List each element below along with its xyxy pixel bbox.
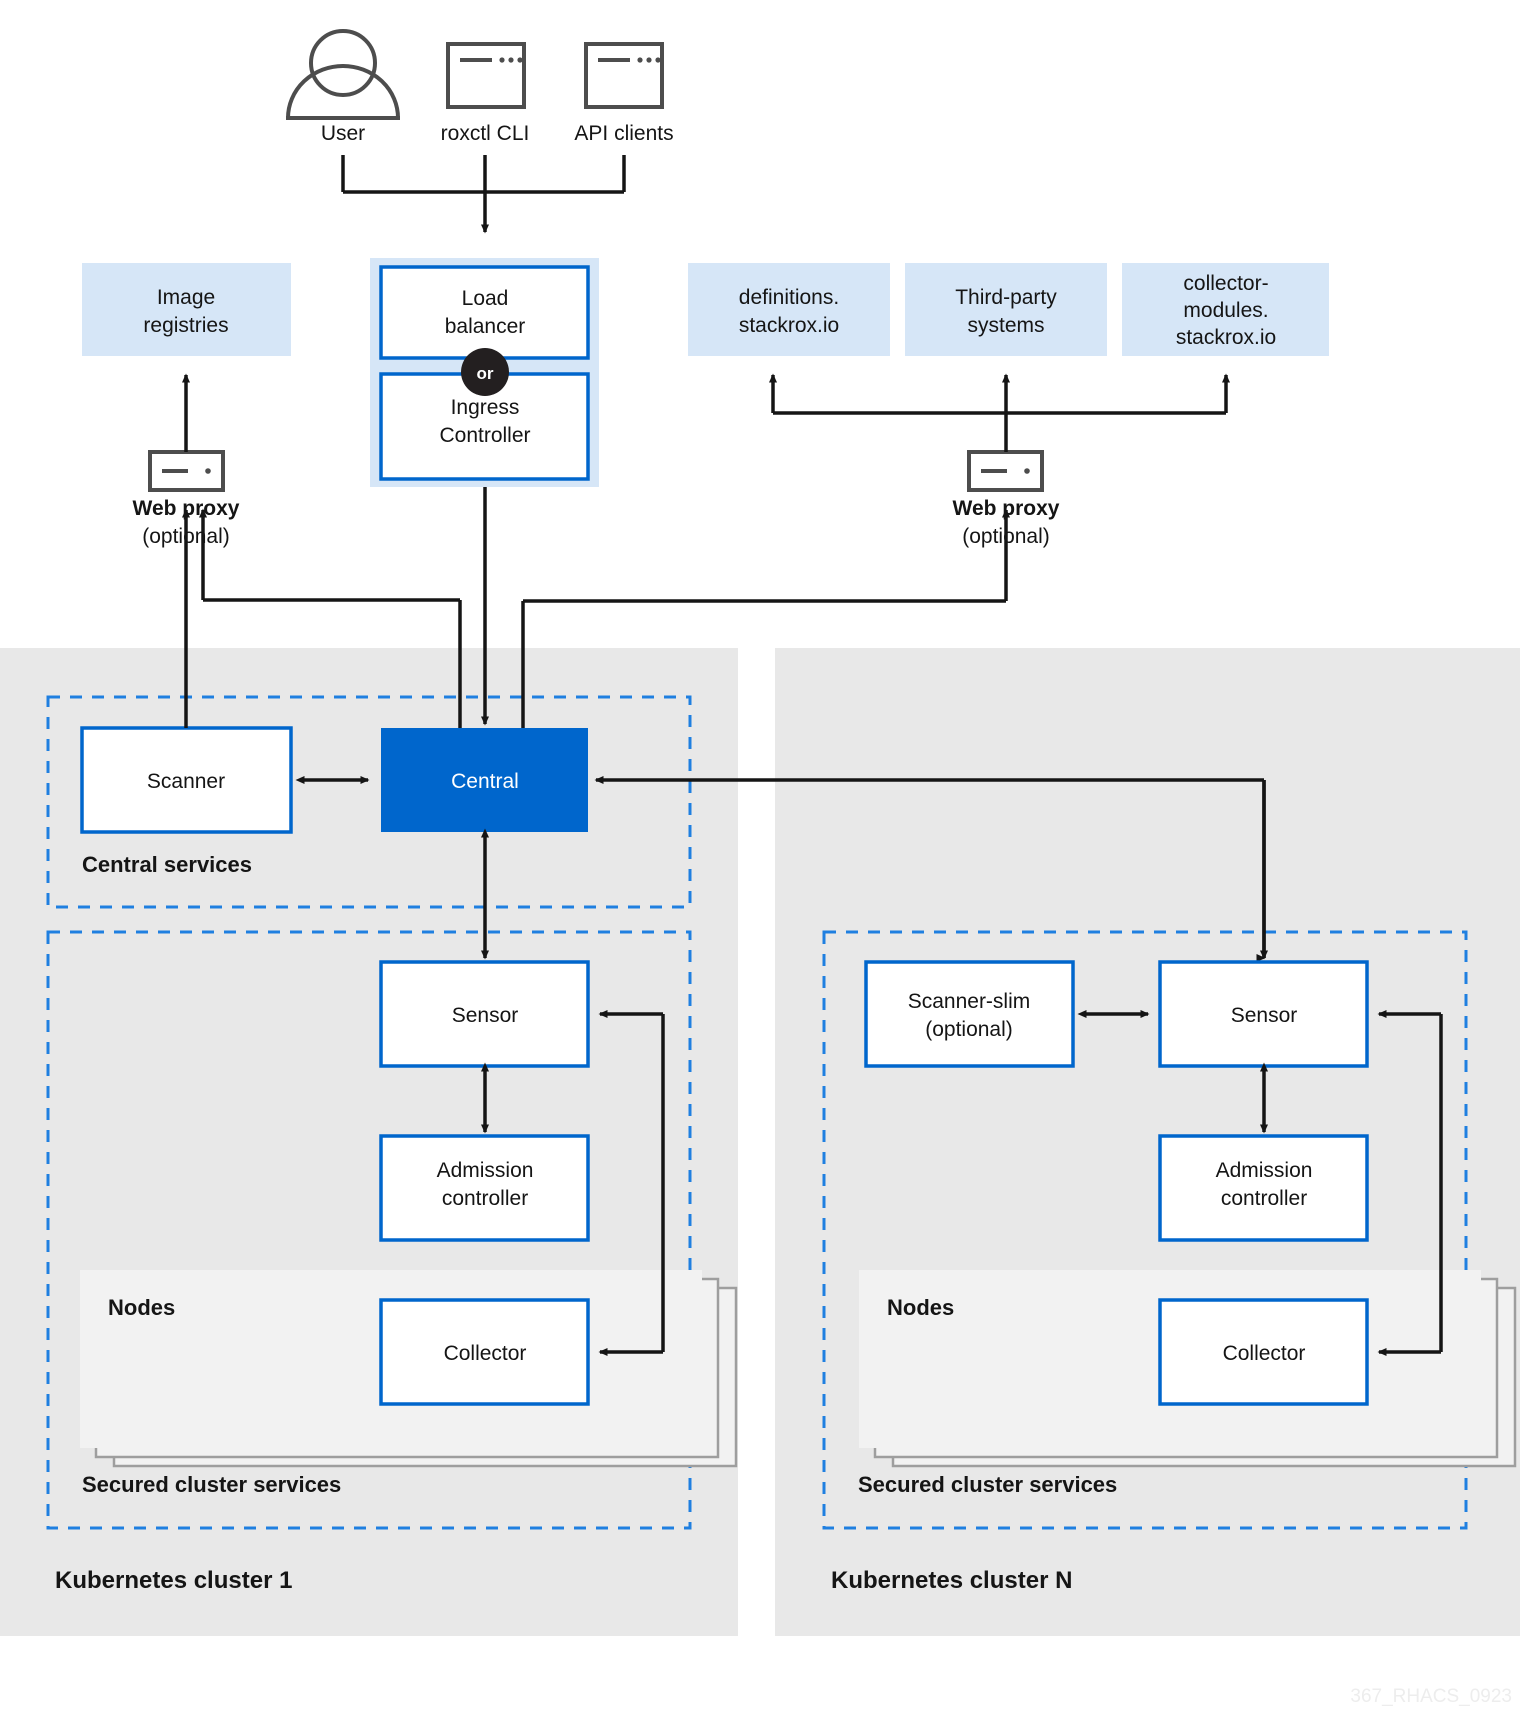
api-clients-label: API clients (574, 122, 673, 145)
cluster-n-sensor-label: Sensor (1231, 1004, 1298, 1027)
image-registries-box (82, 263, 291, 356)
clients-to-entry-connector (341, 155, 626, 234)
cluster-n-background (775, 648, 1520, 1636)
cluster-1-admission-label-line1: Admission (437, 1159, 534, 1182)
web-proxy-left-icon (148, 450, 225, 492)
third-party-systems-box (905, 263, 1107, 356)
terminal-window-icon (584, 42, 664, 109)
central-label: Central (451, 770, 519, 793)
ingress-controller-label-line2: Controller (439, 424, 530, 447)
cluster-n-collector-box (1158, 1298, 1369, 1406)
cluster-n-admission-label-line1: Admission (1216, 1159, 1313, 1182)
cluster-1-admission-controller-box (379, 1134, 590, 1242)
user-label: User (321, 122, 365, 145)
image-registries-label-line2: registries (143, 314, 228, 337)
cluster-n-secured-group (822, 930, 1468, 1530)
edge-central-to-webproxy-right (521, 508, 1010, 728)
collector-modules-label-line1: collector- (1183, 272, 1268, 295)
load-balancer-box (379, 265, 590, 360)
cluster-n-nodes-label: Nodes (887, 1295, 954, 1320)
definitions-stackrox-label-line2: stackrox.io (739, 314, 839, 337)
edge-collector-to-sensor-cluster-1 (598, 1010, 665, 1356)
terminal-window-icon (446, 42, 526, 109)
cluster-n-collector-label: Collector (1223, 1342, 1306, 1365)
cluster-n-admission-controller-box (1158, 1134, 1369, 1242)
cluster-1-sensor-label: Sensor (452, 1004, 519, 1027)
image-registries-label-line1: Image (157, 286, 215, 309)
cluster-1-sensor-box (379, 960, 590, 1068)
load-balancer-label-line2: balancer (445, 315, 526, 338)
definitions-stackrox-box (688, 263, 890, 356)
cluster-n-scanner-slim-label-line2: (optional) (925, 1018, 1013, 1041)
central-box (381, 728, 588, 832)
watermark-label: 367_RHACS_0923 (1350, 1686, 1512, 1707)
cluster-n-scanner-slim-label-line1: Scanner-slim (908, 990, 1031, 1013)
edge-central-to-webproxy-left (199, 508, 462, 728)
central-services-group (46, 695, 692, 909)
scanner-box (80, 726, 293, 834)
cluster-n-admission-label-line2: controller (1221, 1187, 1307, 1210)
ingress-controller-label-line1: Ingress (451, 396, 520, 419)
web-proxy-right-icon (967, 450, 1044, 492)
user-icon (285, 29, 401, 120)
edge-collector-to-sensor-cluster-n (1377, 1010, 1443, 1356)
cluster-1-admission-label-line2: controller (442, 1187, 528, 1210)
cluster-1-label: Kubernetes cluster 1 (55, 1567, 292, 1594)
collector-modules-stackrox-box (1122, 263, 1329, 356)
cluster-n-secured-label: Secured cluster services (858, 1472, 1117, 1497)
or-badge-label: or (477, 364, 494, 383)
definitions-stackrox-label-line1: definitions. (739, 286, 839, 309)
edge-webproxy-right-to-external (769, 373, 1230, 452)
third-party-systems-label-line2: systems (967, 314, 1044, 337)
or-badge (461, 348, 509, 396)
cluster-1-collector-box (379, 1298, 590, 1406)
cluster-n-scanner-slim-box (864, 960, 1075, 1068)
cluster-1-collector-label: Collector (444, 1342, 527, 1365)
scanner-label: Scanner (147, 770, 225, 793)
cluster-n-sensor-box (1158, 960, 1369, 1068)
third-party-systems-label-line1: Third-party (955, 286, 1057, 309)
cluster-n-label: Kubernetes cluster N (831, 1567, 1072, 1594)
central-services-group-label: Central services (82, 852, 252, 877)
roxctl-cli-label: roxctl CLI (441, 122, 530, 145)
load-balancer-label-line1: Load (462, 287, 509, 310)
cluster-1-nodes-label: Nodes (108, 1295, 175, 1320)
cluster-1-secured-group (46, 930, 692, 1530)
collector-modules-label-line3: stackrox.io (1176, 326, 1276, 349)
cluster-1-secured-label: Secured cluster services (82, 1472, 341, 1497)
collector-modules-label-line2: modules. (1183, 299, 1268, 322)
